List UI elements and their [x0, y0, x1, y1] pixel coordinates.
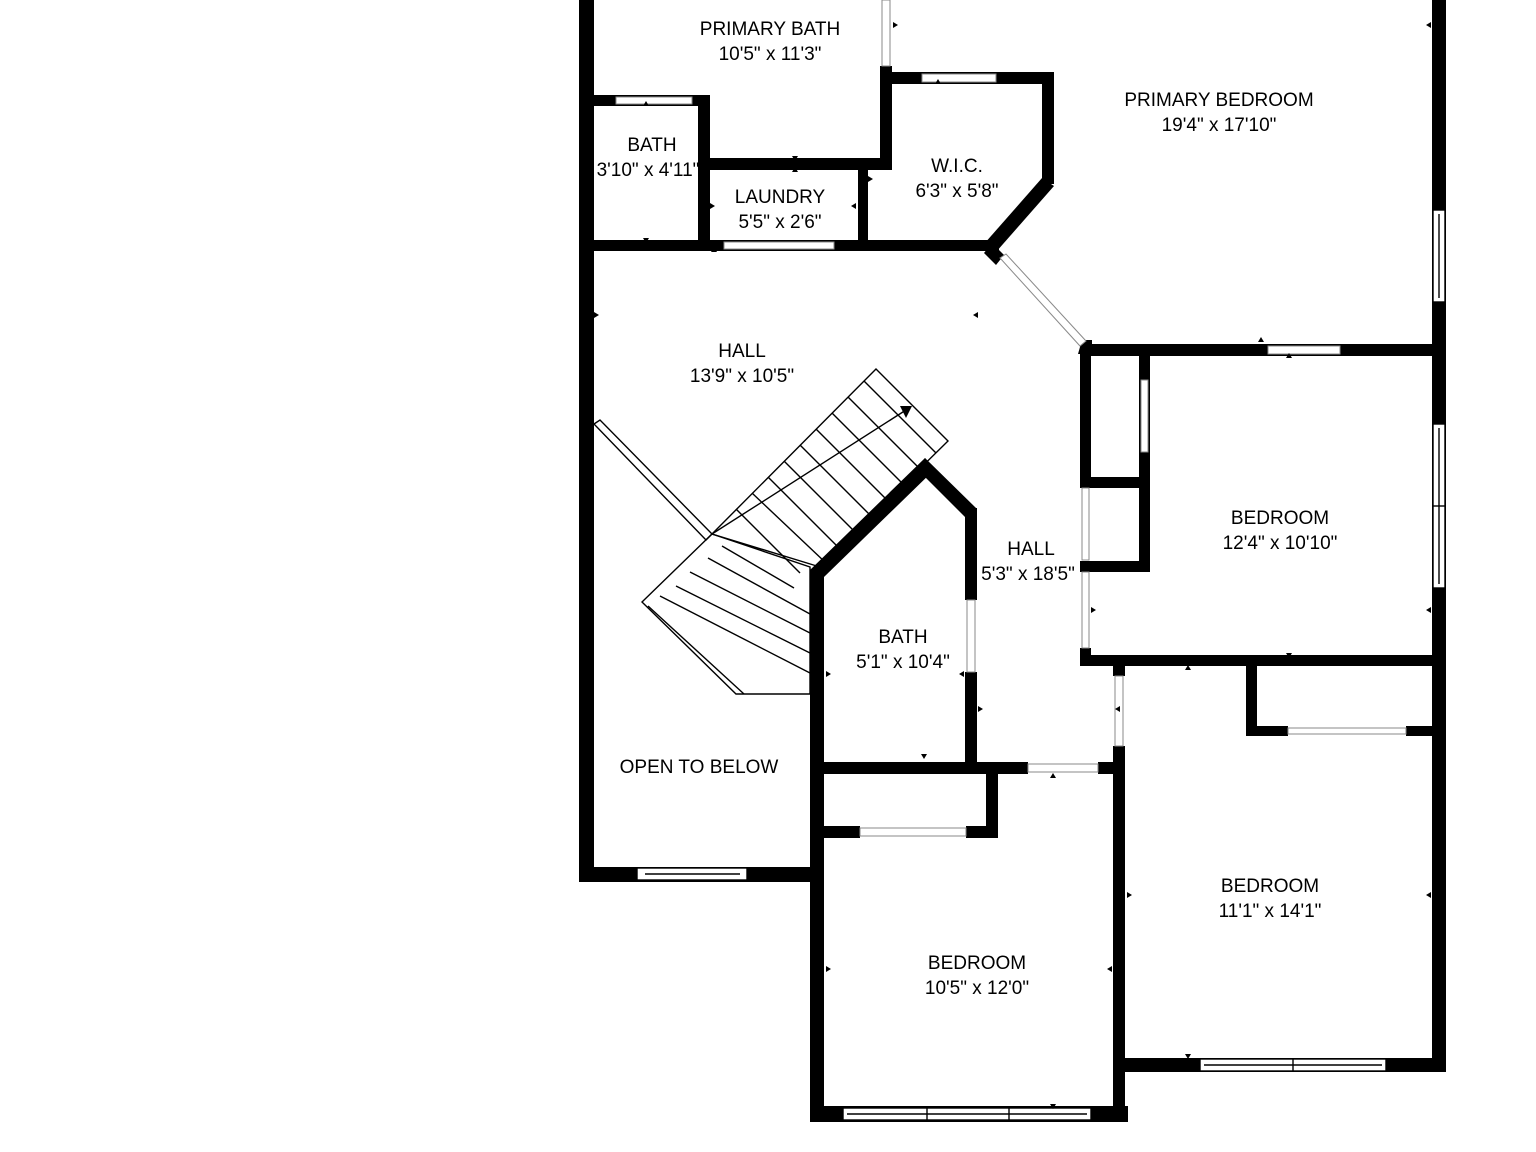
opening-closet-lower [1081, 487, 1090, 561]
label-hall-2-dims: 5'3" x 18'5" [981, 564, 1075, 585]
wall-bath2-right-low [965, 672, 977, 768]
opening-bath-top [615, 96, 693, 105]
label-laundry-name: LAUNDRY [735, 187, 826, 208]
wall-bath-right [698, 95, 710, 250]
opening-hall2-lower [1081, 571, 1090, 649]
opening-br-closet [1287, 727, 1407, 735]
wall-bath2-right-top [965, 508, 977, 600]
window-bedroom-bottom [842, 1107, 1092, 1121]
stair-arrow-head [900, 406, 912, 418]
wall-wic-right [1042, 72, 1054, 184]
wall-bath2-left [810, 570, 824, 870]
openings [615, 0, 1407, 837]
wall-closet-right [1139, 344, 1150, 570]
window-bedroom-right [1432, 423, 1446, 589]
label-bedroom-bottom-right-name: BEDROOM [1221, 876, 1319, 897]
opening-bb-door [1027, 763, 1099, 773]
label-bath-2-dims: 5'1" x 10'4" [856, 652, 950, 673]
label-bedroom-right-name: BEDROOM [1231, 508, 1329, 529]
wall-bath2-diag-right [918, 458, 976, 518]
label-bedroom-bottom-right-dims: 11'1" x 14'1" [1219, 901, 1322, 922]
wall-br-left-low [1113, 746, 1125, 1122]
stair-upper-flight [710, 368, 949, 568]
wall-bb-top-right [1098, 762, 1125, 774]
dimension-ticks [594, 22, 1431, 1109]
label-hall-main-name: HALL [718, 341, 766, 362]
windows [636, 209, 1446, 1121]
label-wic-name: W.I.C. [931, 156, 983, 177]
wall-bedroom-right-bottom [1080, 655, 1446, 666]
wall-closet-bottom [1080, 561, 1150, 572]
label-bath-2-name: BATH [878, 627, 927, 648]
label-primary-bedroom-dims: 19'4" x 17'10" [1162, 115, 1277, 136]
window-open-below [636, 867, 748, 881]
wall-bedroom-right-top [1082, 344, 1446, 356]
label-hall-2-name: HALL [1007, 539, 1055, 560]
wall-bb-closet-bottom-r [966, 826, 998, 838]
stair-railing [592, 419, 713, 541]
wall-wic-diagonal [984, 178, 1054, 252]
label-primary-bath-dims: 10'5" x 11'3" [719, 44, 822, 65]
wall-bb-left [810, 866, 824, 1122]
staircase [592, 368, 949, 695]
wall-laundry-right [858, 162, 868, 248]
stair-winders [647, 545, 811, 695]
wall-closet-mid [1080, 477, 1150, 488]
stair-treads [735, 380, 937, 574]
label-laundry-dims: 5'5" x 2'6" [738, 212, 821, 233]
opening-bb-closet [859, 827, 967, 837]
room-labels: PRIMARY BATH 10'5" x 11'3" BATH 3'10" x … [597, 19, 1338, 999]
wall-br-closet-bottom-l [1246, 726, 1288, 736]
stair-arrow-line [711, 409, 907, 535]
window-primary-bedroom [1432, 209, 1446, 303]
opening-bedroom-right-top [1267, 345, 1341, 355]
wall-hall-diag-end [984, 243, 1004, 265]
wall-bb-closet-right [986, 762, 998, 838]
stair-lower-flight [640, 533, 811, 695]
label-bedroom-right-dims: 12'4" x 10'10" [1223, 533, 1338, 554]
label-bedroom-bottom-dims: 10'5" x 12'0" [925, 978, 1029, 999]
label-bedroom-bottom-name: BEDROOM [928, 953, 1026, 974]
opening-hall-diagonal [999, 253, 1087, 347]
wall-laundry-top [700, 158, 892, 170]
opening-primary-bath [881, 0, 891, 67]
label-hall-main-dims: 13'9" x 10'5" [690, 366, 794, 387]
wall-exterior-left [579, 0, 594, 882]
label-open-to-below: OPEN TO BELOW [620, 757, 779, 778]
label-primary-bedroom-name: PRIMARY BEDROOM [1124, 90, 1313, 111]
opening-bath2-door [966, 599, 976, 673]
wall-br-closet-left [1246, 660, 1257, 736]
wall-closet-left-top [1080, 344, 1091, 484]
label-bath-small-dims: 3'10" x 4'11" [597, 160, 700, 181]
opening-closet-top [1140, 379, 1149, 453]
wall-primary-bath-right [880, 66, 892, 166]
opening-wic-top [921, 73, 997, 83]
label-bath-small-name: BATH [627, 135, 676, 156]
wall-br-left [1113, 660, 1125, 676]
window-bedroom-bottom-right [1199, 1058, 1387, 1072]
wall-bb-closet-bottom-l [818, 826, 860, 838]
label-wic-dims: 6'3" x 5'8" [915, 181, 998, 202]
opening-laundry [723, 241, 835, 250]
label-primary-bath-name: PRIMARY BATH [700, 19, 840, 40]
wall-br-closet-bottom-r [1406, 726, 1446, 736]
